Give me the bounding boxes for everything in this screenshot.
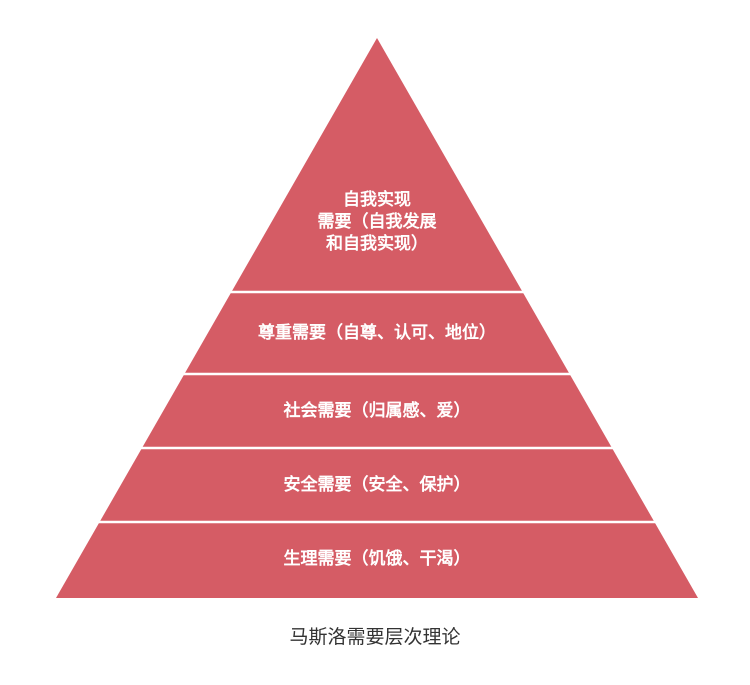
layer-label-1: 和自我实现） bbox=[326, 233, 428, 254]
layer-label-4: 安全需要（安全、保护） bbox=[284, 474, 471, 495]
layer-label-3: 社会需要（归属感、爱） bbox=[283, 400, 471, 421]
layer-dividers bbox=[97, 290, 657, 524]
layer-label-1: 需要（自我发展 bbox=[318, 211, 437, 232]
layer-label-1: 自我实现 bbox=[343, 189, 411, 210]
pyramid-triangle bbox=[56, 38, 698, 598]
diagram-caption: 马斯洛需要层次理论 bbox=[289, 626, 461, 648]
layer-label-5: 生理需要（饥饿、干渴） bbox=[284, 548, 471, 569]
layer-label-2: 尊重需要（自尊、认可、地位） bbox=[258, 322, 496, 343]
